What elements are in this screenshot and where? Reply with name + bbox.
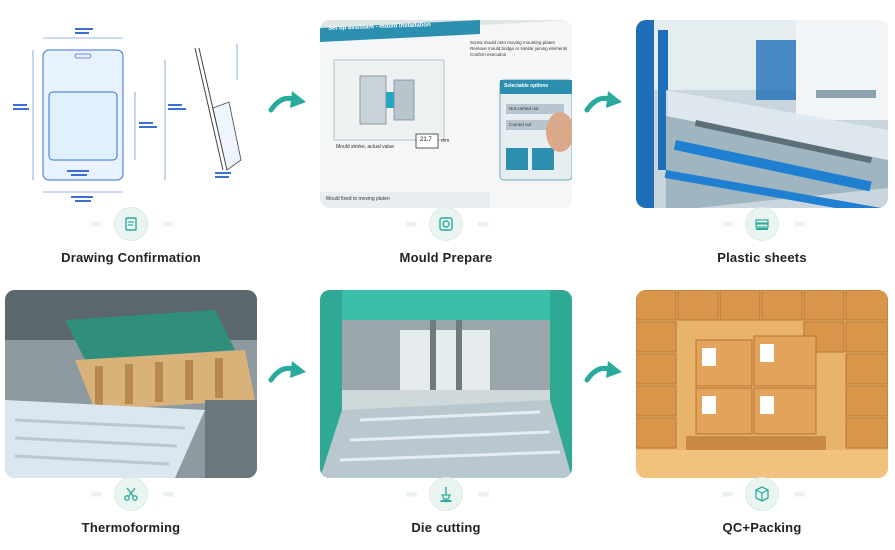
hmi-footer: Mould fixed to moving platen bbox=[326, 196, 390, 202]
flow-arrow-icon bbox=[584, 91, 622, 113]
mould-hmi-image: Set up assistant - mould installation Sc… bbox=[320, 20, 572, 208]
step-label: QC+Packing bbox=[722, 520, 802, 535]
chevrons-left-icon: »» bbox=[90, 216, 103, 232]
chevrons-right-icon: «« bbox=[162, 216, 175, 232]
die-cutting-image bbox=[320, 290, 572, 478]
stroke-value: 21.7 bbox=[420, 137, 432, 143]
box-icon bbox=[745, 477, 779, 511]
stroke-unit: mm bbox=[441, 138, 450, 144]
chevrons-left-icon: »» bbox=[721, 216, 734, 232]
step-badge-row: »» «« bbox=[5, 207, 257, 241]
chevrons-right-icon: «« bbox=[793, 216, 806, 232]
thermoforming-image bbox=[5, 290, 257, 478]
flow-arrow-icon bbox=[268, 91, 306, 113]
hmi-bullet: Screw mould onto moving mounting platen bbox=[470, 40, 556, 45]
step-badge-row: »» «« bbox=[5, 477, 257, 511]
step-badge-row: »» «« bbox=[636, 207, 888, 241]
option-item: Not carried out bbox=[509, 106, 539, 111]
scissors-icon bbox=[114, 477, 148, 511]
flow-arrow-icon bbox=[584, 361, 622, 383]
step-label: Thermoforming bbox=[81, 520, 181, 535]
hmi-bullet: Confirm execution bbox=[470, 52, 507, 57]
step-badge-row: »» «« bbox=[320, 477, 572, 511]
stroke-label: Mould stroke, actual value bbox=[336, 144, 395, 150]
options-title: Selectable options bbox=[504, 83, 549, 89]
plastic-sheets-image bbox=[636, 20, 888, 208]
step-badge-row: »» «« bbox=[320, 207, 572, 241]
chevrons-right-icon: «« bbox=[477, 486, 490, 502]
hmi-bullet: Remove mould bridge or similar joining e… bbox=[470, 46, 568, 51]
mould-gear-icon bbox=[429, 207, 463, 241]
chevrons-right-icon: «« bbox=[793, 486, 806, 502]
step-badge-row: »» «« bbox=[636, 477, 888, 511]
drawing-image bbox=[5, 20, 257, 208]
chevrons-left-icon: »» bbox=[90, 486, 103, 502]
chevrons-right-icon: «« bbox=[162, 486, 175, 502]
chevrons-left-icon: »» bbox=[405, 216, 418, 232]
option-item: Carried out bbox=[509, 122, 532, 127]
hmi-bullet-list: Screw mould onto moving mounting platen … bbox=[470, 40, 570, 58]
document-roll-icon bbox=[114, 207, 148, 241]
step-label: Plastic sheets bbox=[717, 250, 807, 265]
cutting-tool-icon bbox=[429, 477, 463, 511]
qc-packing-image bbox=[636, 290, 888, 478]
step-label: Die cutting bbox=[411, 520, 481, 535]
chevrons-right-icon: «« bbox=[477, 216, 490, 232]
sheet-stack-icon bbox=[745, 207, 779, 241]
step-label: Mould Prepare bbox=[399, 250, 493, 265]
chevrons-left-icon: »» bbox=[721, 486, 734, 502]
chevrons-left-icon: »» bbox=[405, 486, 418, 502]
step-label: Drawing Confirmation bbox=[61, 250, 201, 265]
flow-arrow-icon bbox=[268, 361, 306, 383]
